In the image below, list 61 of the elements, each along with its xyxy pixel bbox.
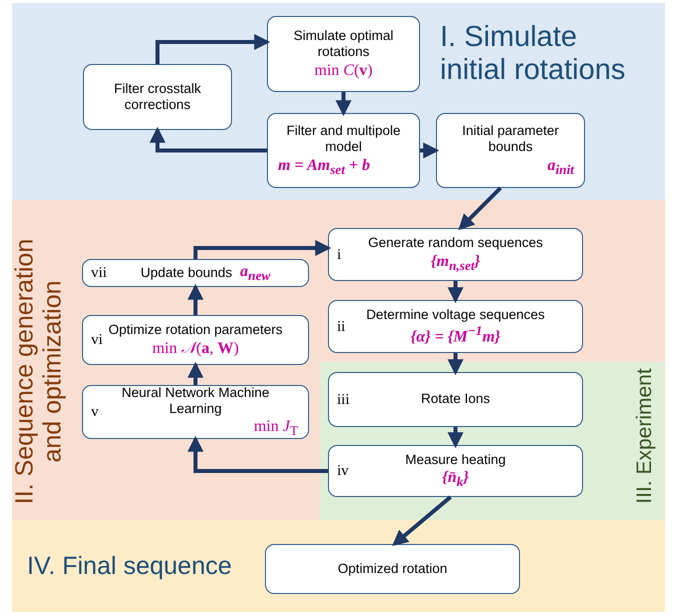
arrow [392,495,452,546]
step-label: Filter crosstalk corrections [112,80,202,114]
process-box [82,259,309,287]
formula: min C(v) [314,60,373,80]
process-box [328,228,583,281]
formula: {α} = {M$^{−1}$m} [410,322,500,346]
section-title: I. Simulate initial rotations [440,21,626,88]
section-band [12,200,665,520]
process-box [83,64,232,130]
process-box [328,445,583,497]
process-box [267,113,420,188]
step-number: ii [337,318,346,336]
step-label: Measure heating [405,452,506,468]
step-label: Optimize rotation parameters [108,322,283,338]
arrow [336,92,352,116]
step-label: Determine voltage sequences [366,306,545,323]
formula: min J$_{T}$ [252,417,299,440]
step-label: Simulate optimal rotations [292,28,394,61]
section-band [12,3,665,200]
step-number: v [91,403,98,421]
step-label: Generate random sequences [368,235,543,252]
section-title: II. Sequence generation and optimization [12,238,66,506]
step-label: Optimized rotation [338,560,448,578]
arrow [458,186,502,230]
arrow [448,427,464,448]
section-title: IV. Final sequence [27,552,232,581]
arrow [448,353,464,376]
section-band [320,362,665,520]
step-number: i [337,246,342,264]
process-box [82,315,309,365]
formula: m = Am$_{set}$ + b [277,156,372,178]
step-number: vii [91,264,107,282]
formula: min 𝒩(a, W) [152,338,239,358]
step-label: Rotate Ions [420,391,490,408]
step-label: Initial parameter bounds [461,123,560,156]
arrow [188,436,328,473]
arrow [150,126,267,152]
section-title: III. Experiment [633,367,657,506]
arrow [420,142,440,158]
step-number: iv [337,462,349,480]
process-box [265,544,520,594]
arrow [194,240,332,259]
arrow [448,281,464,304]
process-box [328,300,583,353]
process-box [328,372,583,427]
process-box [436,113,585,188]
formula: {m$_{n,set}$} [430,252,480,274]
step-number: vi [91,331,103,349]
step-label: Neural Network Machine Learning [120,384,270,418]
arrow [188,362,204,385]
process-box [82,385,309,439]
arrow [188,284,204,315]
formula: {n̄$_{k}$} [442,468,469,490]
step-label: Update bounds [140,264,232,282]
arrow [156,34,270,64]
step-label: Filter and multipole model [285,123,402,156]
formula: a$_{init}$ [546,156,576,178]
section-band [12,520,665,612]
process-box [267,16,420,92]
step-number: iii [337,390,350,408]
formula: a$_{new}$ [240,262,270,284]
